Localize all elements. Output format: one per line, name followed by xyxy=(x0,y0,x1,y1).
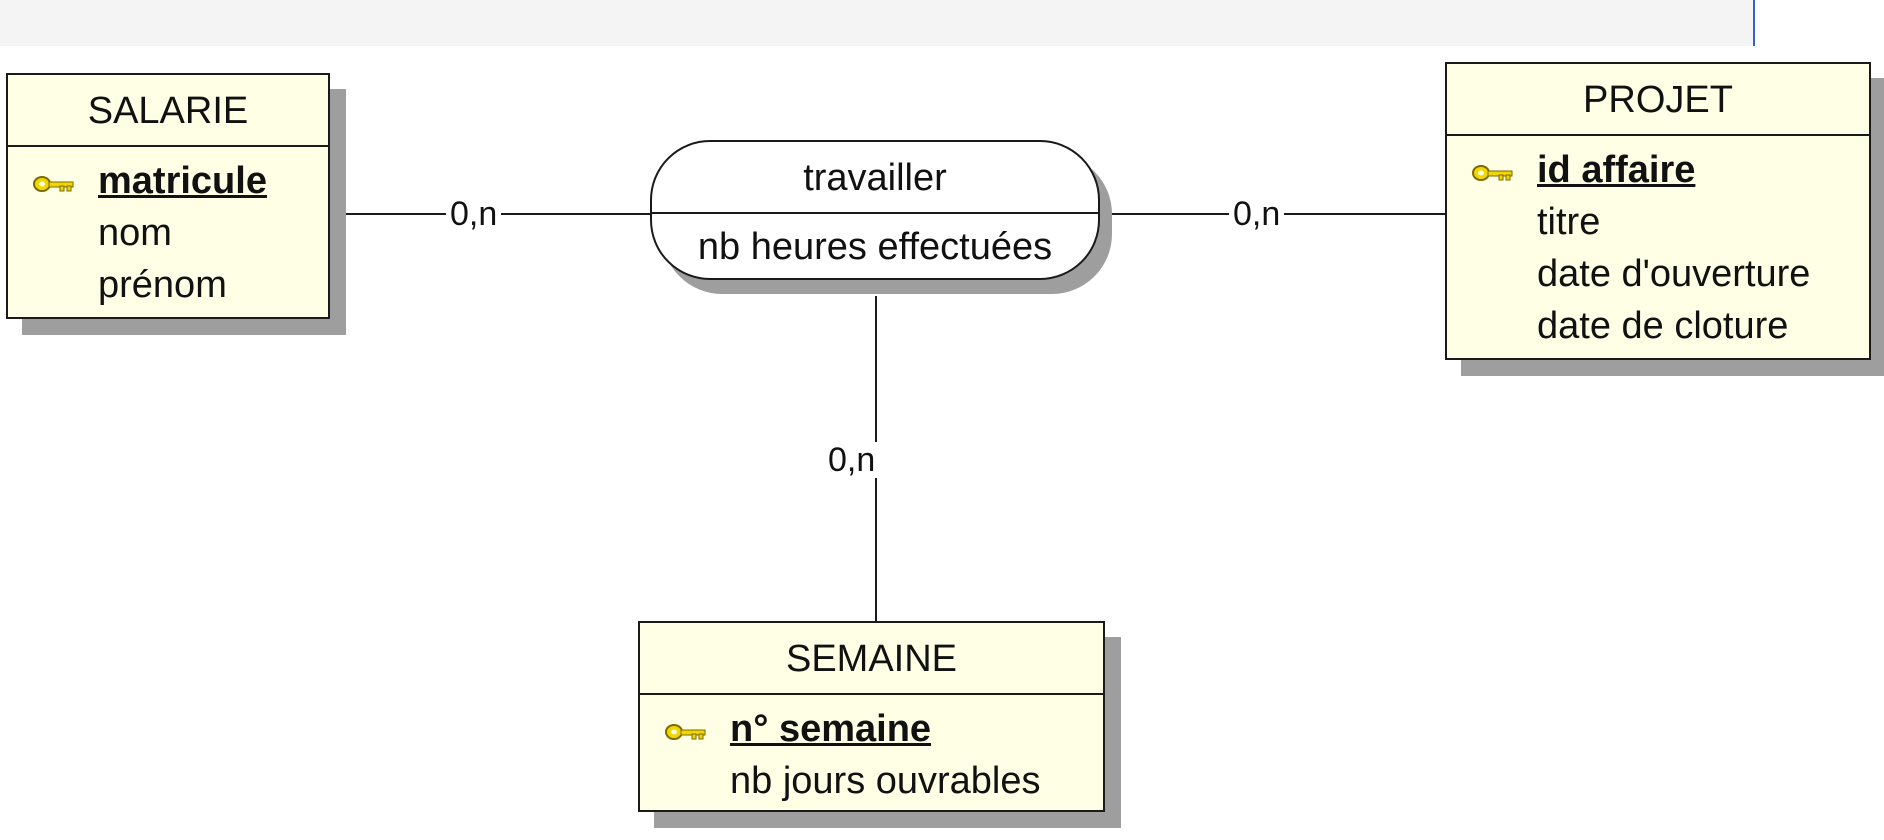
relation-travailler-attribute: nb heures effectuées xyxy=(697,226,1053,268)
entity-semaine-title: SEMAINE xyxy=(640,623,1103,695)
entity-semaine-attributes: n° semaine nb jours ouvrables xyxy=(640,695,1103,807)
entity-projet-attr-date-cloture: date de cloture xyxy=(1537,305,1789,347)
key-icon xyxy=(1472,165,1513,181)
entity-salarie-key: matricule xyxy=(98,160,267,202)
key-icon xyxy=(665,724,706,740)
cardinality-semaine: 0,n xyxy=(824,442,880,478)
entity-semaine[interactable]: SEMAINE n° semaine nb jours ouvrables xyxy=(638,621,1105,812)
entity-salarie-attr-prenom: prénom xyxy=(98,264,227,306)
relation-travailler-title: travailler xyxy=(652,142,1098,214)
entity-salarie-title: SALARIE xyxy=(8,75,328,147)
top-bar-edge xyxy=(1753,0,1755,46)
top-bar xyxy=(0,0,1753,46)
entity-semaine-key: n° semaine xyxy=(730,708,932,750)
entity-salarie-attributes: matricule nom prénom xyxy=(8,147,328,311)
entity-semaine-attr-nb-jours: nb jours ouvrables xyxy=(730,760,1041,802)
entity-projet[interactable]: PROJET id affaire titre date d'ouverture… xyxy=(1445,62,1871,360)
entity-salarie[interactable]: SALARIE matricule nom prénom xyxy=(6,73,330,319)
entity-projet-attr-date-ouverture: date d'ouverture xyxy=(1537,253,1811,295)
entity-projet-key: id affaire xyxy=(1537,149,1696,191)
entity-projet-title: PROJET xyxy=(1447,64,1869,136)
key-icon xyxy=(33,176,74,192)
entity-projet-attributes: id affaire titre date d'ouverture date d… xyxy=(1447,136,1869,352)
entity-salarie-attr-nom: nom xyxy=(98,212,172,254)
entity-projet-attr-titre: titre xyxy=(1537,201,1601,243)
cardinality-salarie: 0,n xyxy=(446,196,502,232)
cardinality-projet: 0,n xyxy=(1229,196,1285,232)
relation-travailler[interactable]: travailler nb heures effectuées xyxy=(650,140,1100,280)
